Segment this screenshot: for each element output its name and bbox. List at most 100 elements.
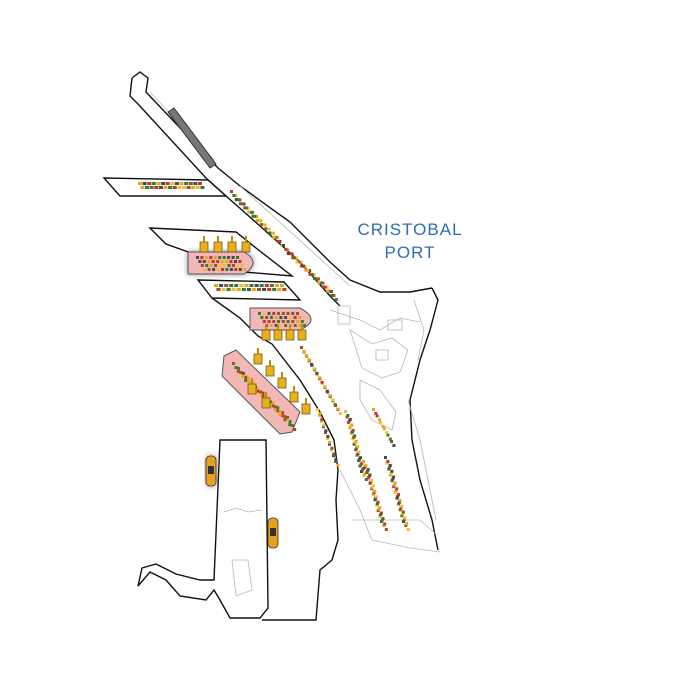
container-stack-icon (315, 371, 319, 375)
container-stack-icon (288, 316, 292, 319)
container-stack-icon (317, 376, 321, 380)
container-stack-icon (247, 210, 251, 214)
container-stack-icon (191, 186, 196, 189)
container-stack-icon (378, 418, 381, 422)
container-stack-icon (250, 210, 254, 214)
container-stack-icon (326, 435, 330, 439)
container-stack-icon (253, 214, 257, 218)
container-stack-icon (304, 354, 308, 357)
container-stack-icon (179, 182, 184, 185)
container-stack-icon (366, 468, 370, 471)
gantry-crane-icon (253, 348, 263, 365)
container-stack-icon (277, 288, 282, 291)
container-stack-icon (268, 231, 272, 235)
container-stack-icon (401, 510, 405, 514)
container-stack-icon (310, 362, 313, 366)
container-stack-icon (177, 186, 182, 189)
container-stack-icon (262, 288, 267, 291)
container-stack-icon (331, 398, 334, 402)
container-stack-icon (240, 202, 244, 206)
container-stack-icon (262, 320, 266, 323)
container-stack-icon (330, 448, 333, 452)
container-stack-icon (172, 186, 177, 189)
container-stack-icon (398, 498, 402, 502)
container-stack-icon (188, 182, 193, 185)
container-stack-icon (221, 268, 224, 271)
container-stack-icon (274, 316, 278, 319)
container-stacks (138, 182, 410, 531)
container-stack-icon (249, 380, 253, 384)
container-stack-icon (231, 288, 236, 291)
container-stack-icon (320, 419, 323, 423)
container-stack-icon (375, 414, 379, 418)
container-stack-icon (204, 256, 208, 259)
container-stack-icon (242, 202, 246, 206)
container-stack-icon (269, 324, 273, 327)
container-stack-icon (239, 202, 242, 206)
container-stack-icon (261, 394, 265, 398)
container-stack-icon (230, 190, 233, 193)
container-stack-icon (372, 408, 375, 411)
container-stack-icon (295, 260, 299, 264)
gantry-crane-icon (199, 236, 209, 253)
container-stack-icon (207, 260, 211, 263)
container-stack-icon (393, 490, 397, 494)
container-stack-icon (271, 404, 275, 408)
container-stack-icon (304, 268, 308, 272)
container-stack-icon (394, 489, 398, 493)
container-stack-icon (288, 252, 292, 256)
container-stack-icon (225, 260, 229, 263)
container-stack-icon (283, 415, 287, 419)
container-stack-icon (225, 268, 229, 271)
container-stack-icon (395, 487, 399, 491)
container-stack-icon (267, 312, 271, 315)
container-stack-icon (307, 358, 311, 362)
container-stack-icon (244, 206, 248, 210)
container-stack-icon (216, 260, 220, 263)
container-stack-icon (259, 219, 263, 223)
container-stack-icon (142, 182, 147, 185)
container-stack-icon (382, 427, 386, 431)
container-stack-icon (243, 268, 247, 271)
container-stack-icon (236, 370, 240, 373)
container-stack-icon (262, 312, 266, 315)
container-stack-icon (388, 473, 392, 477)
container-stack-icon (238, 198, 242, 202)
container-stack-icon (243, 206, 247, 210)
container-stack-icon (272, 288, 277, 291)
container-stack-icon (196, 256, 199, 259)
container-stack-icon (381, 424, 385, 428)
container-stack-icon (354, 439, 358, 443)
container-stack-icon (271, 231, 275, 235)
container-stack-icon (314, 277, 318, 281)
container-stack-icon (295, 256, 299, 260)
container-stack-icon (364, 464, 368, 467)
container-stack-icon (226, 288, 231, 291)
container-stack-icon (389, 471, 393, 475)
container-stack-icon (244, 378, 248, 382)
container-stack-icon (257, 219, 261, 223)
container-stack-icon (154, 186, 159, 189)
container-stack-icon (379, 420, 383, 424)
container-stack-icon (165, 182, 170, 185)
container-stack-icon (267, 288, 272, 291)
container-stack-icon (321, 281, 325, 285)
container-stack-icon (328, 289, 331, 293)
container-stack-icon (212, 268, 216, 271)
container-stack-icon (326, 436, 329, 440)
container-stack-icon (195, 186, 200, 189)
container-stack-icon (334, 298, 338, 301)
container-stack-icon (234, 194, 238, 198)
container-stack-icon (386, 433, 390, 437)
gantry-crane-icon (297, 324, 307, 341)
gantry-crane-icon (265, 360, 275, 377)
container-stack-icon (293, 324, 297, 327)
container-stack-icon (344, 410, 347, 413)
container-stack-icon (398, 508, 402, 512)
container-stack-icon (209, 256, 213, 259)
container-stack-icon (272, 235, 276, 239)
container-stack-icon (328, 440, 332, 444)
container-stack-icon (381, 517, 385, 521)
container-stack-icon (405, 522, 409, 526)
